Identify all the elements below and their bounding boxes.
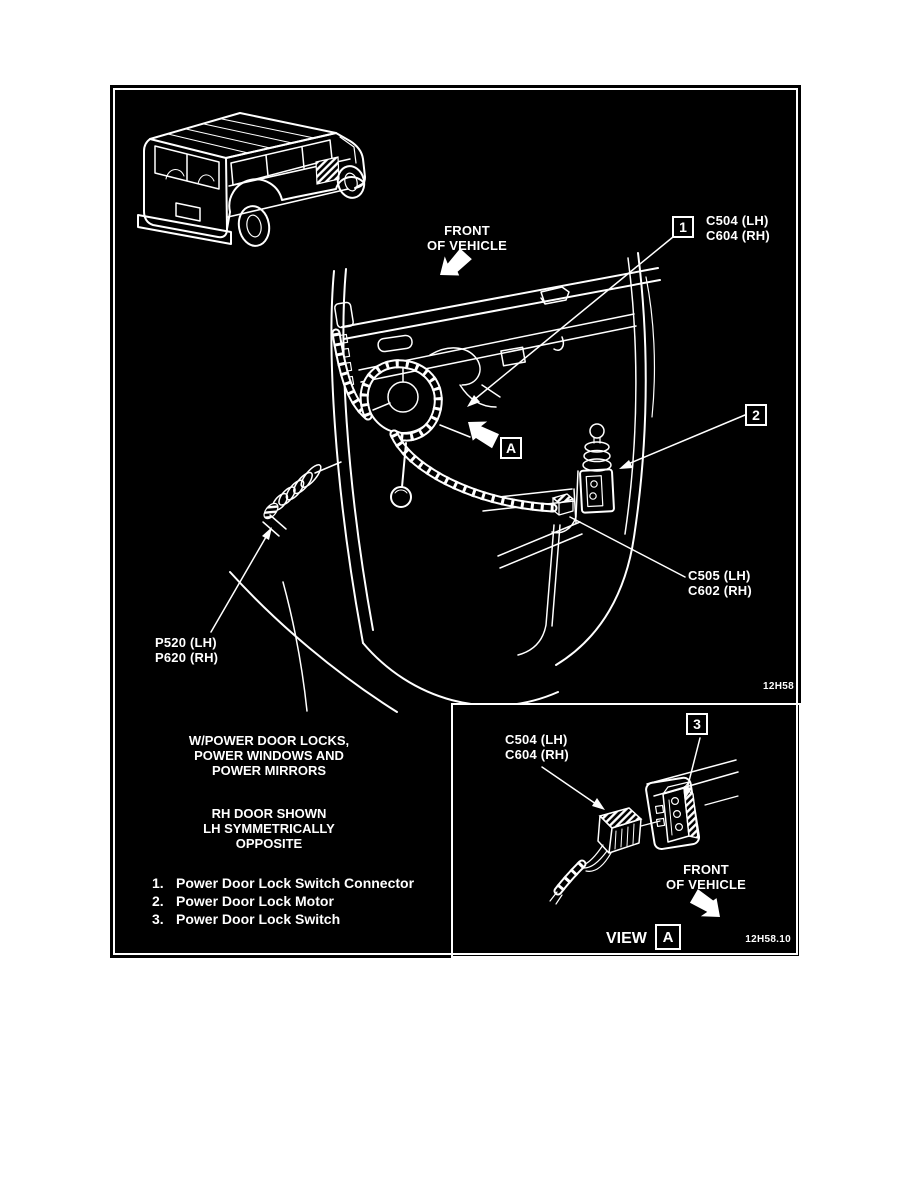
van-illustration [137, 112, 366, 247]
inset-connector-c504-label: C504 (LH) C604 (RH) [505, 732, 569, 762]
grommet-p520-label: P520 (LH) P620 (RH) [155, 635, 218, 665]
orientation-note-line3: OPPOSITE [235, 836, 303, 851]
parts-legend: 1. Power Door Lock Switch Connector 2. P… [152, 874, 414, 928]
door-panel-art [229, 252, 661, 713]
p520-line2: P620 (RH) [155, 650, 219, 665]
leader-arrowhead-1 [467, 395, 480, 407]
view-label: VIEW [606, 930, 647, 947]
orientation-note: RH DOOR SHOWN LH SYMMETRICALLY OPPOSITE [129, 806, 409, 851]
legend-item-1-text: Power Door Lock Switch Connector [176, 875, 415, 891]
door-lock-motor-art [517, 423, 615, 656]
connector-c504-label: C504 (LH) C604 (RH) [706, 213, 770, 243]
equipment-note-line1: W/POWER DOOR LOCKS, [188, 733, 350, 748]
c504-line2: C604 (RH) [706, 228, 770, 243]
view-a-direction-arrow-icon [460, 412, 504, 453]
view-a-letter: A [505, 440, 517, 456]
legend-item-1: 1. Power Door Lock Switch Connector [152, 874, 414, 892]
front-of-vehicle-line2: OF VEHICLE [426, 238, 507, 253]
p520-line1: P520 (LH) [155, 635, 217, 650]
callout-leader-lines [210, 236, 746, 633]
rear-wheel [237, 205, 271, 247]
c504-line1: C504 (LH) [706, 213, 769, 228]
equipment-note-line2: POWER WINDOWS AND [194, 748, 344, 763]
view-a-marker: A [500, 437, 522, 459]
inset-callout-3-arrowhead [684, 786, 692, 799]
legend-item-2-text: Power Door Lock Motor [176, 893, 334, 909]
legend-item-3-text: Power Door Lock Switch [176, 911, 341, 927]
door-lock-figure-panel: FRONT OF VEHICLE 1 C504 (LH) C604 (RH) 2… [110, 85, 801, 958]
front-of-vehicle-line1: FRONT [444, 223, 490, 238]
inset-c504-line1: C504 (LH) [505, 732, 568, 747]
connector-c505-label: C505 (LH) C602 (RH) [688, 568, 752, 598]
c505-line2: C602 (RH) [688, 583, 752, 598]
inset-front-line2: OF VEHICLE [665, 877, 746, 892]
door-lock-switch-art [654, 781, 699, 843]
legend-item-3: 3. Power Door Lock Switch [152, 910, 414, 928]
inset-c504-arrowhead [592, 798, 605, 810]
leader-arrowhead-p520 [262, 527, 272, 540]
drawing-code-inset: 12H58.10 [745, 934, 791, 945]
inset-front-of-vehicle-label: FRONT OF VEHICLE [654, 862, 758, 892]
inset-c504-line2: C604 (RH) [505, 747, 569, 762]
inline-connector-cube [551, 493, 575, 516]
front-wheel [336, 165, 366, 199]
callout-2-marker: 2 [745, 404, 767, 426]
view-a-inset-art [541, 737, 739, 927]
door-lock-diagram-art [137, 112, 746, 713]
legend-item-2: 2. Power Door Lock Motor [152, 892, 414, 910]
inset-view-a-marker: A [655, 924, 681, 950]
orientation-note-line1: RH DOOR SHOWN [211, 806, 327, 821]
front-of-vehicle-label: FRONT OF VEHICLE [397, 223, 537, 253]
callout-1-marker: 1 [672, 216, 694, 238]
equipment-note: W/POWER DOOR LOCKS, POWER WINDOWS AND PO… [129, 733, 409, 778]
callout-1-number: 1 [679, 219, 687, 235]
legend-item-2-number: 2. [152, 893, 164, 909]
orientation-note-line2: LH SYMMETRICALLY [203, 821, 335, 836]
callout-3-number: 3 [693, 716, 701, 732]
c505-line1: C505 (LH) [688, 568, 751, 583]
door-harness-art [336, 333, 553, 508]
view-a-inset-panel: C504 (LH) C604 (RH) 3 FRONT OF VEHICLE V… [451, 703, 801, 958]
window-regulator-art [366, 336, 565, 438]
switch-connector-art [549, 807, 661, 905]
front-door-highlight-patch [315, 156, 340, 185]
callout-3-marker: 3 [686, 713, 708, 735]
callout-2-number: 2 [752, 407, 760, 423]
legend-item-1-number: 1. [152, 875, 164, 891]
leader-arrowhead-2 [619, 460, 633, 469]
inset-front-line1: FRONT [683, 862, 729, 877]
equipment-note-line3: POWER MIRRORS [211, 763, 327, 778]
door-boot-grommet-art [262, 461, 342, 537]
inset-view-a-letter: A [662, 928, 674, 946]
inset-leader-lines [541, 737, 701, 810]
legend-item-3-number: 3. [152, 911, 164, 927]
drawing-code-main: 12H58 [763, 681, 794, 692]
